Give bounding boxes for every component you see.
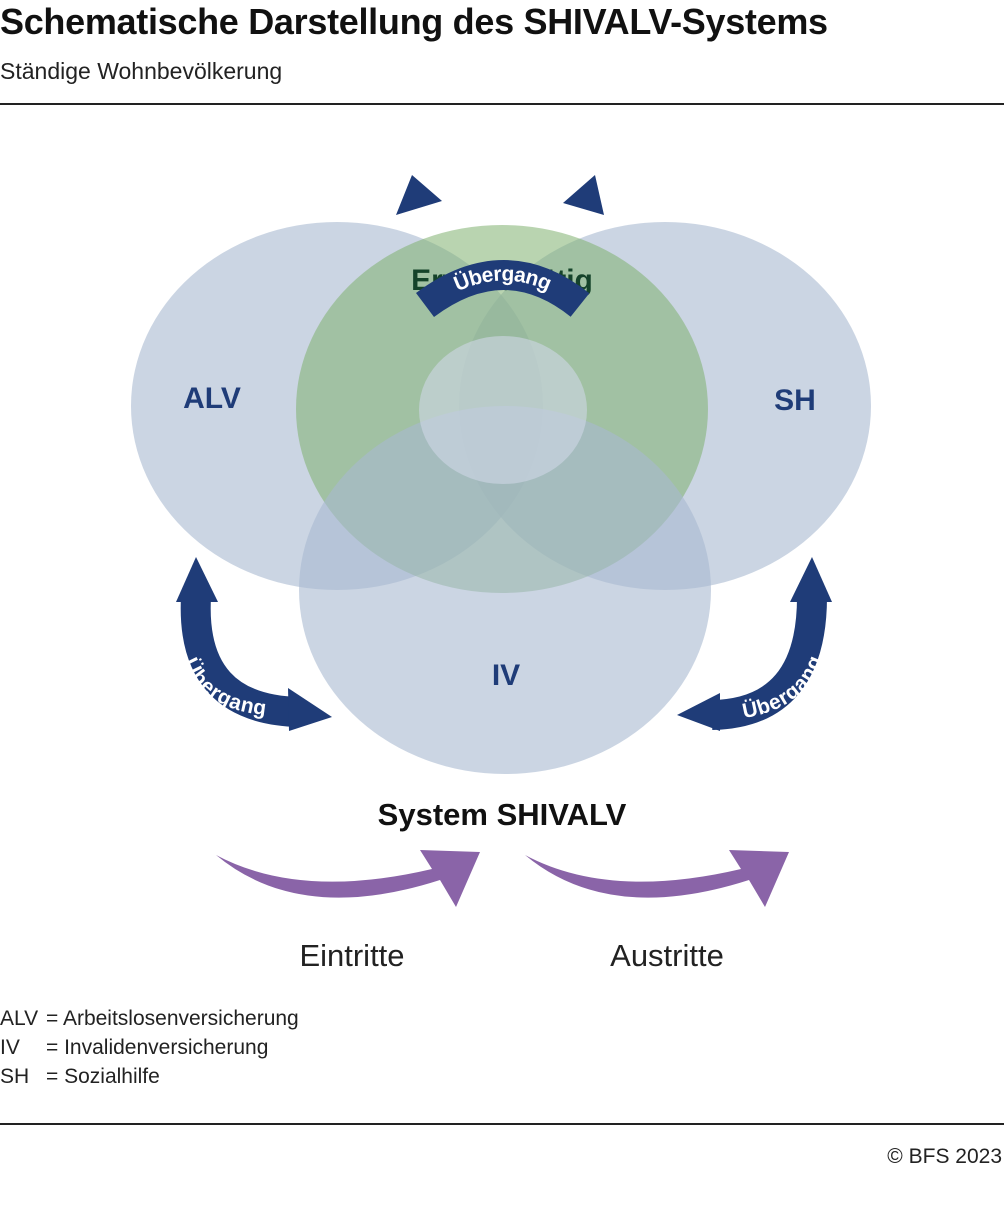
legend-abbr: IV <box>0 1036 20 1059</box>
page-title: Schematische Darstellung des SHIVALV-Sys… <box>0 1 828 42</box>
iv-label: IV <box>492 659 520 692</box>
iv-circle <box>299 406 711 774</box>
page-subtitle: Ständige Wohnbevölkerung <box>0 58 283 84</box>
source-credit: © BFS 2023 <box>887 1145 1002 1168</box>
system-label: System SHIVALV <box>378 797 627 832</box>
exits-label: Austritte <box>610 938 724 973</box>
transition-arrow-right <box>677 557 832 731</box>
transition-arrow-top <box>396 175 604 318</box>
legend-text: = Arbeitslosenversicherung <box>46 1007 299 1030</box>
legend-row-alv: ALV = Arbeitslosenversicherung <box>0 1004 299 1033</box>
legend-row-sh: SH = Sozialhilfe <box>0 1062 299 1091</box>
entries-arrow <box>216 850 480 907</box>
sh-label: SH <box>774 384 816 417</box>
legend-text: = Sozialhilfe <box>46 1065 160 1088</box>
top-divider <box>0 103 1004 105</box>
entries-label: Eintritte <box>299 938 404 973</box>
transition-arrow-left <box>176 557 332 731</box>
legend-text: = Invalidenversicherung <box>46 1036 269 1059</box>
legend-row-iv: IV = Invalidenversicherung <box>0 1033 299 1062</box>
legend-abbr: ALV <box>0 1007 39 1030</box>
center-overlap <box>419 336 587 484</box>
bottom-divider <box>0 1123 1004 1125</box>
exits-arrow <box>525 850 789 907</box>
shivalv-diagram: ALV SH Erwerbstätig IV Übergang Übergang… <box>131 175 871 973</box>
alv-label: ALV <box>183 382 241 415</box>
legend: ALV = Arbeitslosenversicherung IV = Inva… <box>0 1004 299 1091</box>
legend-abbr: SH <box>0 1065 30 1088</box>
